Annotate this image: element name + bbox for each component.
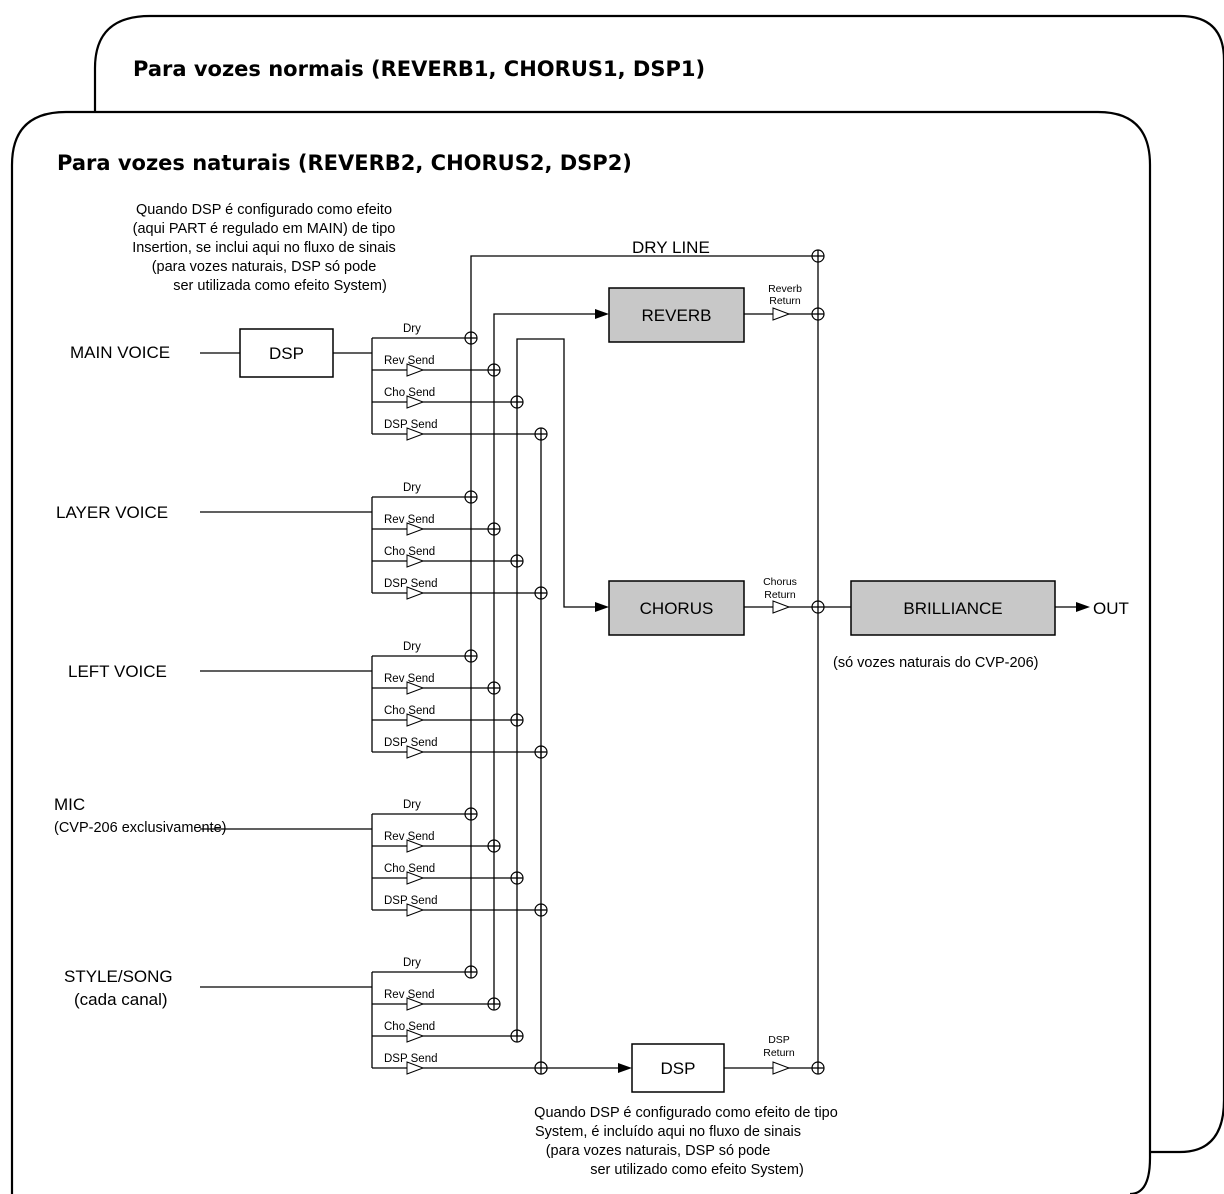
brilliance-label: BRILLIANCE bbox=[903, 599, 1002, 618]
send-amp-rev bbox=[406, 363, 425, 377]
system-dsp-block bbox=[631, 1043, 725, 1093]
send-label-cho: Cho Send bbox=[384, 863, 435, 875]
arrow-to-reverb bbox=[595, 309, 609, 319]
return-sum-junction bbox=[811, 1061, 825, 1075]
send-label-dry: Dry bbox=[403, 482, 421, 494]
reverb-return-label: Reverb bbox=[768, 283, 802, 295]
chorus-return-label: Return bbox=[764, 589, 796, 601]
send-label-rev: Rev Send bbox=[384, 514, 435, 526]
send-label-cho: Cho Send bbox=[384, 705, 435, 717]
send-label-cho: Cho Send bbox=[384, 1021, 435, 1033]
note-bottom-line: System, é incluído aqui no fluxo de sina… bbox=[535, 1124, 801, 1140]
dsp-return-label: Return bbox=[763, 1047, 795, 1059]
insertion-note: Quando DSP é configurado como efeito (aq… bbox=[132, 202, 396, 294]
dsp-return-amp bbox=[772, 1061, 791, 1075]
dsp-send-sum-junction bbox=[534, 1061, 548, 1075]
send-label-rev: Rev Send bbox=[384, 673, 435, 685]
insertion-dsp-block bbox=[239, 328, 334, 378]
out-label: OUT bbox=[1093, 599, 1129, 618]
send-label-dsp: DSP Send bbox=[384, 1053, 438, 1065]
send-amp-dsp bbox=[406, 427, 425, 441]
chorus-return-amp bbox=[772, 600, 791, 614]
note-top-line: Quando DSP é configurado como efeito bbox=[136, 202, 392, 218]
arrow-to-system-dsp bbox=[618, 1063, 632, 1073]
input-mic: MIC bbox=[54, 795, 85, 814]
chorus-label: CHORUS bbox=[640, 599, 714, 618]
reverb-block bbox=[608, 287, 745, 343]
brilliance-note: (só vozes naturais do CVP-206) bbox=[833, 655, 1039, 671]
send-amp-rev bbox=[406, 522, 425, 536]
note-bottom-line: (para vozes naturais, DSP só pode bbox=[546, 1143, 771, 1159]
send-amp-dsp bbox=[406, 1061, 425, 1075]
note-bottom-line: ser utilizado como efeito System) bbox=[590, 1162, 804, 1178]
chorus-return-label: Chorus bbox=[763, 576, 797, 588]
send-label-dry: Dry bbox=[403, 799, 421, 811]
send-amp-cho bbox=[406, 713, 425, 727]
send-amp-cho bbox=[406, 554, 425, 568]
send-amp-dsp bbox=[406, 586, 425, 600]
note-top-line: (aqui PART é regulado em MAIN) de tipo bbox=[133, 221, 396, 237]
normal-voices-title: Para vozes normais (REVERB1, CHORUS1, DS… bbox=[133, 57, 705, 81]
reverb-label: REVERB bbox=[642, 306, 712, 325]
chorus-send-bus bbox=[516, 338, 597, 1036]
send-amp-rev bbox=[406, 839, 425, 853]
dsp-return-label: DSP bbox=[768, 1034, 790, 1046]
send-label-dry: Dry bbox=[403, 323, 421, 335]
input-style-song: STYLE/SONG bbox=[64, 967, 173, 986]
send-amp-cho bbox=[406, 871, 425, 885]
input-layer-voice: LAYER VOICE bbox=[56, 503, 168, 522]
send-amp-rev bbox=[406, 997, 425, 1011]
send-label-rev: Rev Send bbox=[384, 355, 435, 367]
reverb-return-label: Return bbox=[769, 295, 801, 307]
send-amp-cho bbox=[406, 1029, 425, 1043]
send-label-cho: Cho Send bbox=[384, 546, 435, 558]
note-top-line: Insertion, se inclui aqui no fluxo de si… bbox=[132, 240, 396, 256]
send-amp-rev bbox=[406, 681, 425, 695]
natural-voices-panel bbox=[10, 110, 1152, 1194]
system-note: Quando DSP é configurado como efeito de … bbox=[534, 1105, 838, 1178]
input-style-song-note: (cada canal) bbox=[74, 990, 168, 1009]
return-sum-junction bbox=[811, 600, 825, 614]
send-label-dsp: DSP Send bbox=[384, 419, 438, 431]
note-top-line: (para vozes naturais, DSP só pode bbox=[152, 259, 377, 275]
input-mic-note: (CVP-206 exclusivamente) bbox=[54, 820, 226, 836]
note-bottom-line: Quando DSP é configurado como efeito de … bbox=[534, 1105, 838, 1121]
system-dsp-label: DSP bbox=[661, 1059, 696, 1078]
send-label-cho: Cho Send bbox=[384, 387, 435, 399]
natural-voices-title: Para vozes naturais (REVERB2, CHORUS2, D… bbox=[57, 151, 632, 175]
return-sum-junction bbox=[811, 307, 825, 321]
send-amp-dsp bbox=[406, 903, 425, 917]
brilliance-block bbox=[850, 580, 1056, 636]
reverb-send-bus bbox=[493, 313, 597, 1004]
send-label-dsp: DSP Send bbox=[384, 737, 438, 749]
send-label-rev: Rev Send bbox=[384, 989, 435, 1001]
dry-line-bus bbox=[470, 255, 818, 972]
normal-voices-panel bbox=[93, 14, 1224, 1154]
send-amp-dsp bbox=[406, 745, 425, 759]
send-label-dry: Dry bbox=[403, 957, 421, 969]
dry-line-label: DRY LINE bbox=[632, 238, 710, 257]
send-label-dsp: DSP Send bbox=[384, 578, 438, 590]
reverb-return-amp bbox=[772, 307, 791, 321]
input-main-voice: MAIN VOICE bbox=[70, 343, 170, 362]
insertion-dsp-label: DSP bbox=[269, 344, 304, 363]
note-top-line: ser utilizada como efeito System) bbox=[173, 278, 387, 294]
return-summing-junctions bbox=[534, 249, 825, 1075]
return-sum-junction bbox=[811, 249, 825, 263]
chorus-block bbox=[608, 580, 745, 636]
send-label-dsp: DSP Send bbox=[384, 895, 438, 907]
arrow-to-out bbox=[1076, 602, 1090, 612]
arrow-to-chorus bbox=[595, 602, 609, 612]
input-left-voice: LEFT VOICE bbox=[68, 662, 167, 681]
send-label-rev: Rev Send bbox=[384, 831, 435, 843]
send-label-dry: Dry bbox=[403, 641, 421, 653]
send-amp-cho bbox=[406, 395, 425, 409]
